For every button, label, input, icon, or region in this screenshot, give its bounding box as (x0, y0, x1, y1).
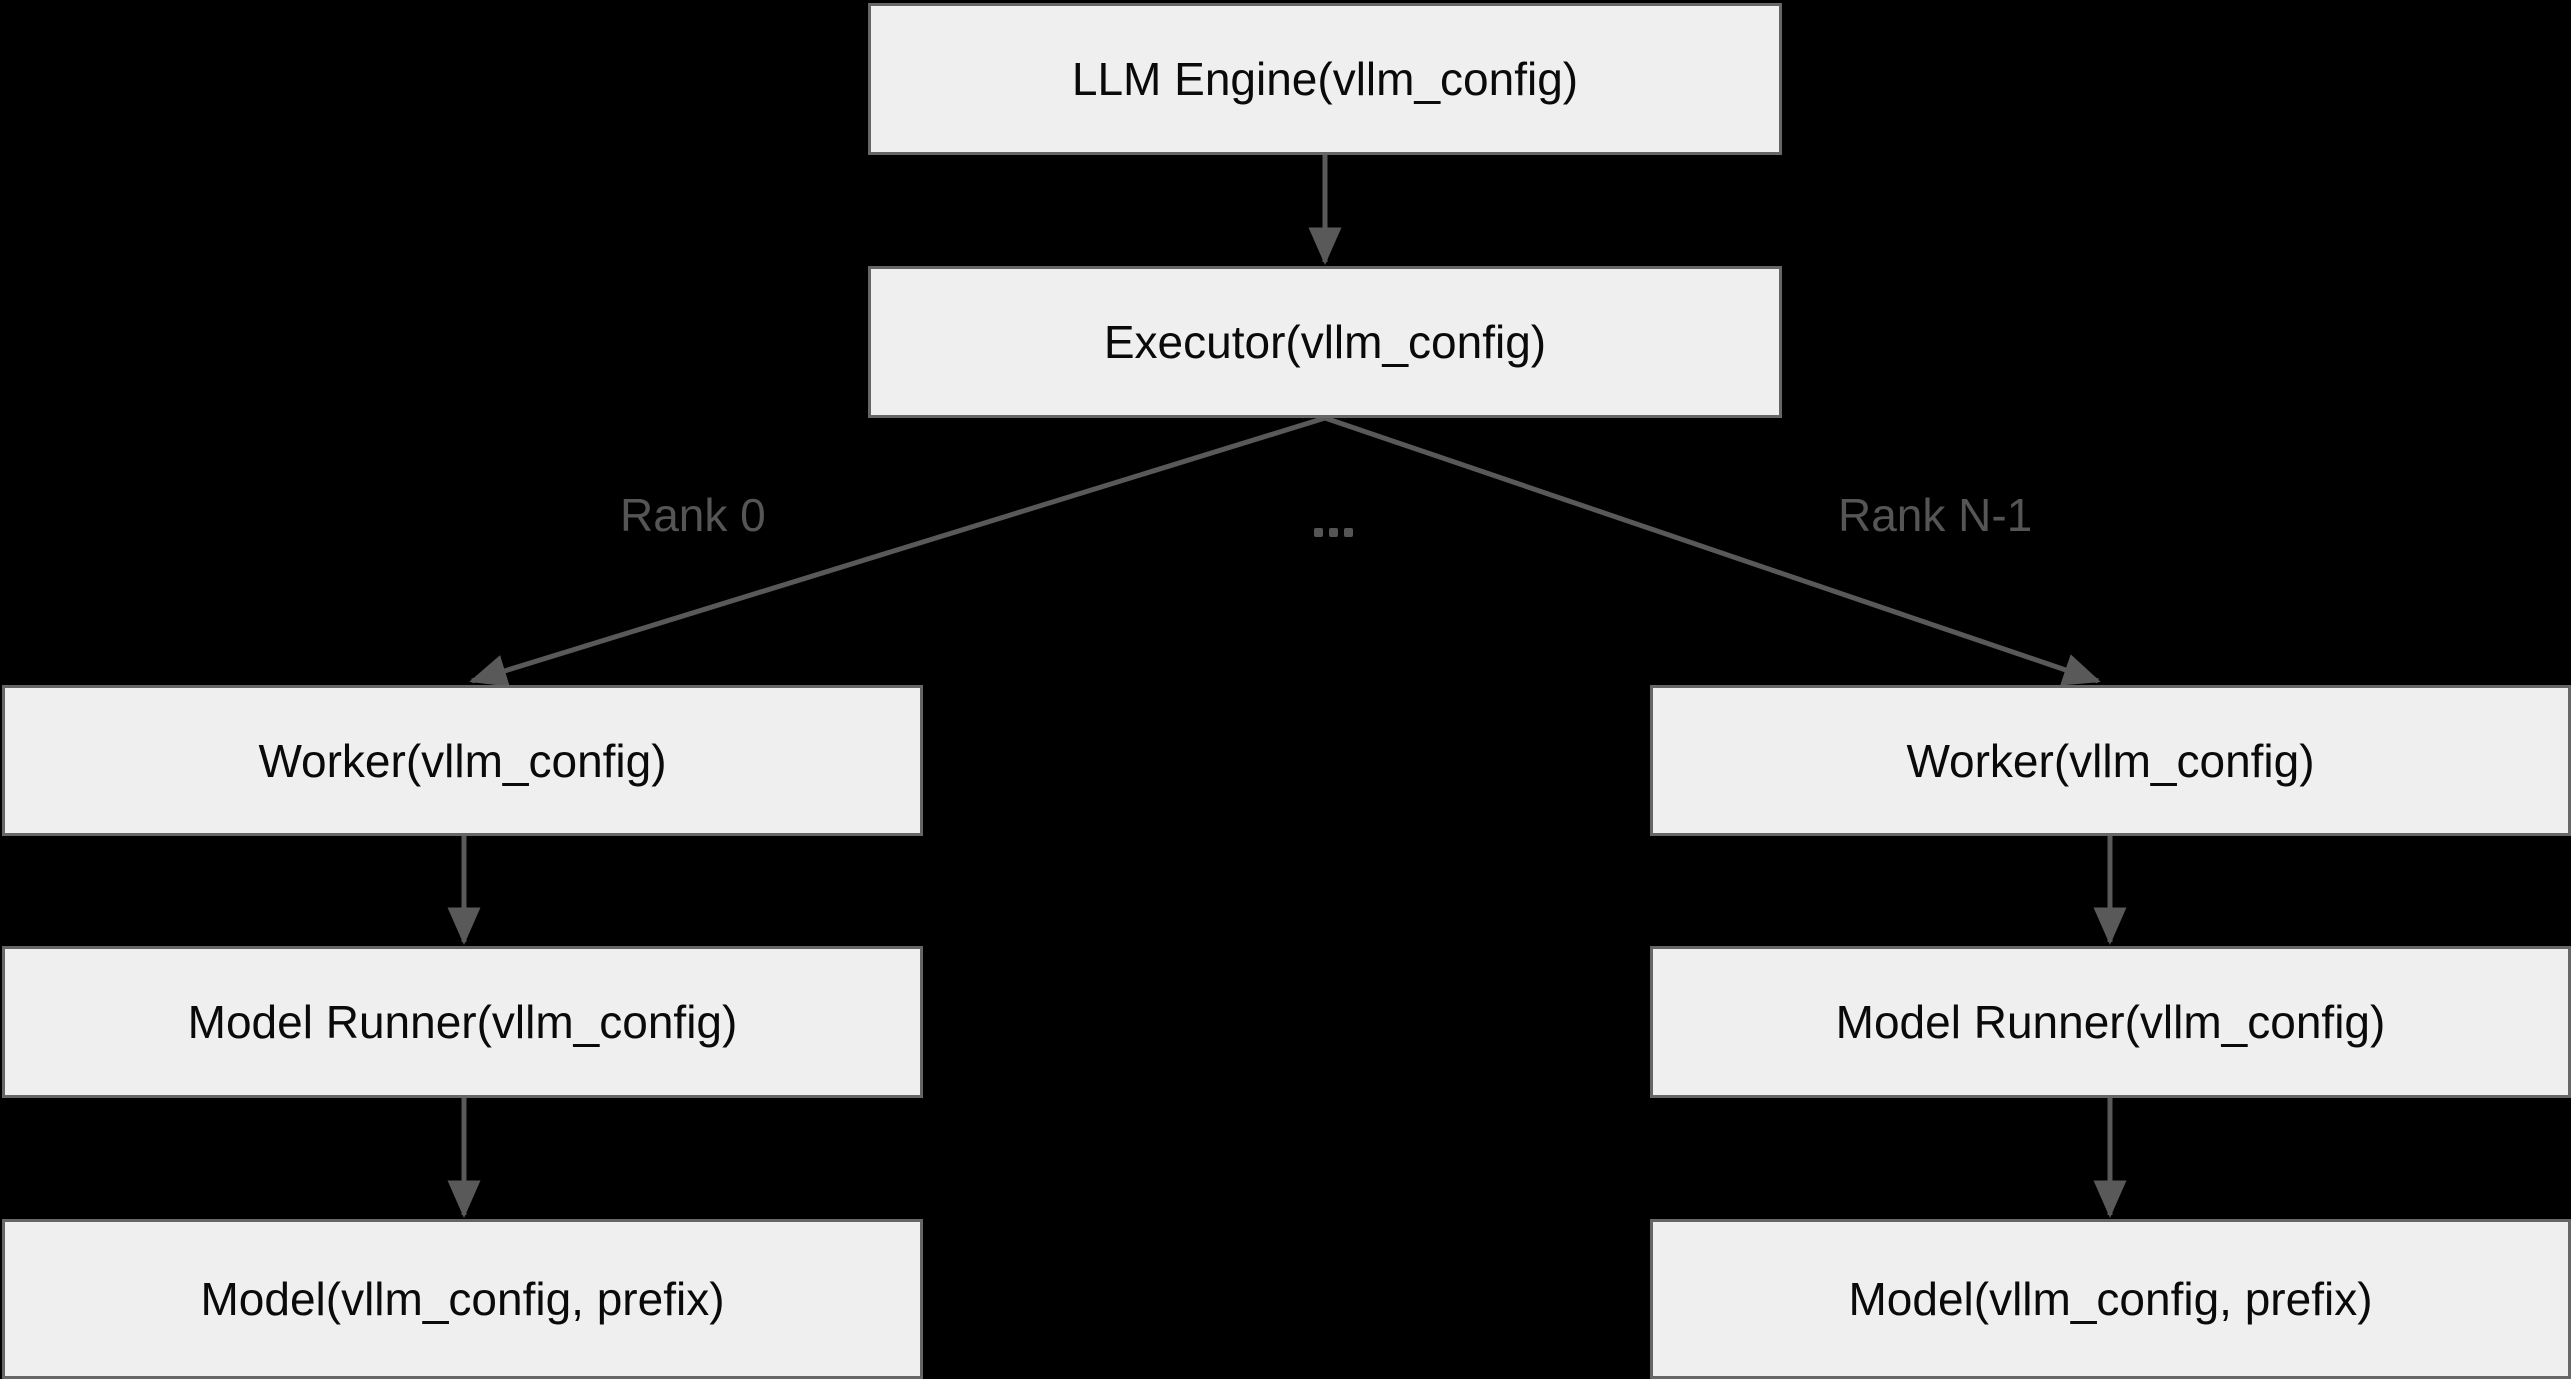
ellipsis-icon (1314, 528, 1353, 537)
node-executor-label: Executor(vllm_config) (1103, 316, 1547, 368)
edge-executor-to-worker-rank0 (469, 415, 1326, 687)
node-worker-rank0[interactable]: Worker(vllm_config) (2, 685, 923, 836)
node-model-rank0-label: Model(vllm_config, prefix) (200, 1273, 725, 1325)
node-llm-engine-label: LLM Engine(vllm_config) (1071, 53, 1579, 105)
node-worker-rankn[interactable]: Worker(vllm_config) (1650, 685, 2571, 836)
edge-label-rank-0: Rank 0 (620, 489, 766, 541)
node-worker-rankn-label: Worker(vllm_config) (1906, 734, 2315, 787)
ellipsis-dot-1 (1314, 528, 1323, 537)
node-llm-engine[interactable]: LLM Engine(vllm_config) (868, 3, 1782, 155)
ellipsis-dot-3 (1344, 528, 1353, 537)
node-worker-rank0-label: Worker(vllm_config) (258, 734, 667, 787)
node-model-rank0[interactable]: Model(vllm_config, prefix) (2, 1219, 923, 1379)
node-model-runner-rankn-label: Model Runner(vllm_config) (1835, 996, 2386, 1048)
node-model-rankn[interactable]: Model(vllm_config, prefix) (1650, 1219, 2571, 1379)
node-model-runner-rank0-label: Model Runner(vllm_config) (187, 996, 738, 1048)
node-model-rankn-label: Model(vllm_config, prefix) (1848, 1273, 2373, 1325)
edge-executor-to-worker-rankn (1324, 415, 2101, 686)
node-model-runner-rank0[interactable]: Model Runner(vllm_config) (2, 946, 923, 1098)
node-executor[interactable]: Executor(vllm_config) (868, 266, 1782, 418)
ellipsis-dot-2 (1329, 528, 1338, 537)
edge-label-rank-n-minus-1: Rank N-1 (1838, 489, 2033, 541)
node-model-runner-rankn[interactable]: Model Runner(vllm_config) (1650, 946, 2571, 1098)
